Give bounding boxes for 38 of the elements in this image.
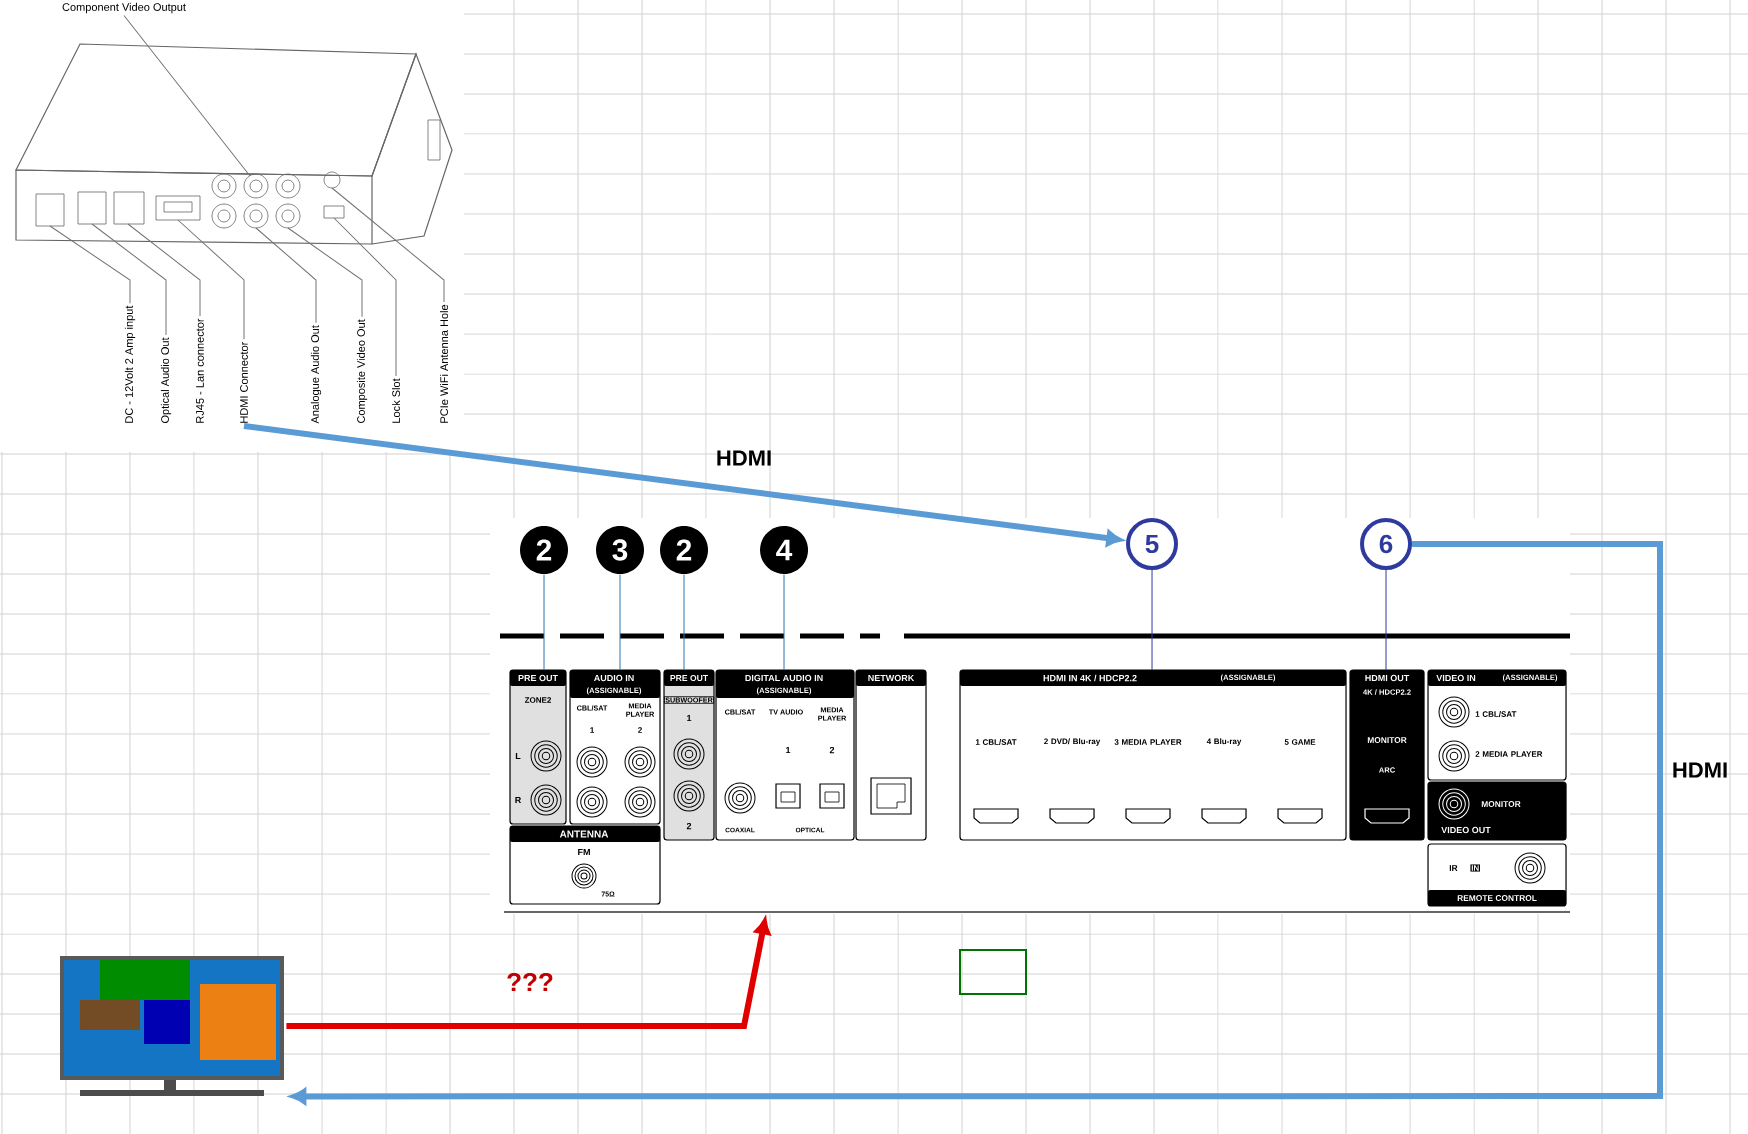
callout-line	[91, 223, 167, 336]
edge-label: HDMI	[1673, 762, 1727, 778]
tv-picture	[60, 956, 284, 1096]
connector-panel	[569, 669, 661, 825]
connector-panel	[509, 825, 661, 905]
callout-line	[543, 573, 545, 671]
connector-panel	[509, 669, 567, 825]
arrow	[243, 423, 1122, 547]
edge-label: HDMI	[717, 450, 771, 466]
callout-line	[1385, 569, 1387, 671]
arrow	[290, 541, 1664, 1105]
callout-line	[49, 225, 131, 304]
callout-number: 4	[760, 526, 808, 574]
edge-label: ???	[507, 972, 553, 992]
media-player-drawing	[15, 43, 453, 245]
connector-panel	[959, 669, 1347, 841]
callout-number: 2	[520, 526, 568, 574]
callout-number: 3	[596, 526, 644, 574]
connector-panel	[1349, 669, 1425, 841]
callout-line	[123, 15, 251, 177]
callout-line	[127, 223, 201, 317]
callout-line	[1151, 569, 1153, 671]
callout-line	[783, 573, 785, 671]
arrow	[286, 918, 771, 1029]
connector-panel	[1427, 843, 1567, 907]
callout-number: 2	[660, 526, 708, 574]
callout-line	[255, 227, 317, 324]
callout-line	[287, 227, 363, 318]
callout-line	[333, 217, 397, 377]
callout-line	[177, 219, 245, 340]
connector-panel	[663, 669, 715, 841]
callout-line	[683, 573, 685, 671]
connector-panel	[855, 669, 927, 841]
connector-panel	[715, 669, 855, 841]
connector-panel	[1427, 669, 1567, 781]
callout-line	[619, 573, 621, 671]
callout-line	[331, 187, 445, 303]
connector-panel	[1427, 781, 1567, 841]
